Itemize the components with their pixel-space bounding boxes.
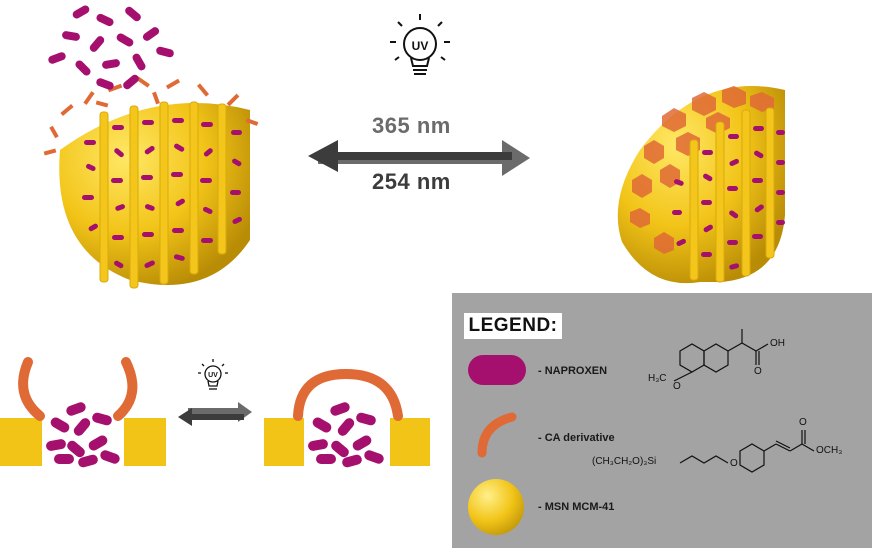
naproxen-structure bbox=[673, 329, 769, 382]
naproxen-swatch bbox=[468, 355, 526, 385]
lightbulb-icon bbox=[390, 14, 450, 75]
msn-swatch bbox=[468, 479, 524, 535]
legend-label-msn: - MSN MCM-41 bbox=[538, 501, 615, 513]
loaded-drug-molecules bbox=[82, 118, 242, 269]
ca-carbonyl-oxygen: O bbox=[799, 417, 807, 428]
reversible-arrows bbox=[308, 140, 530, 176]
ca-structure bbox=[679, 430, 815, 473]
ca-silyl-group: (CH₃CH₂O)₃Si bbox=[592, 456, 657, 467]
naproxen-methoxy: H₃C bbox=[648, 373, 667, 384]
pore-channels-right bbox=[689, 107, 775, 283]
naproxen-carbonyl-oxygen: O bbox=[754, 366, 762, 377]
open-cap-left bbox=[18, 357, 45, 421]
ca-methyl-ester: OCH₃ bbox=[816, 445, 843, 456]
pore-drug-cluster-right bbox=[308, 402, 384, 468]
legend-label-ca-derivative: - CA derivative bbox=[538, 432, 615, 444]
pore-channels bbox=[99, 101, 227, 289]
legend-title: LEGEND: bbox=[464, 313, 562, 339]
open-cap-right bbox=[113, 357, 138, 421]
wavelength-forward-label: 365 nm bbox=[372, 113, 451, 138]
small-lightbulb-icon bbox=[198, 359, 228, 390]
legend-panel: LEGEND: - NAPROXEN - CA d bbox=[452, 293, 872, 548]
detached-cap-fragments bbox=[43, 76, 259, 156]
legend-label-naproxen: - NAPROXEN bbox=[538, 365, 608, 377]
capped-pore-schematic bbox=[264, 368, 430, 468]
naproxen-hydroxyl: OH bbox=[770, 338, 785, 349]
ca-derivative-swatch bbox=[477, 412, 517, 458]
reverse-arrow bbox=[308, 140, 512, 172]
open-nanoparticle bbox=[43, 5, 259, 289]
silica-wall-right-2 bbox=[390, 418, 430, 466]
silica-wall-right bbox=[124, 418, 166, 466]
closed-cap bbox=[293, 368, 403, 421]
naproxen-ether-oxygen: O bbox=[673, 381, 681, 392]
wavelength-reverse-label: 254 nm bbox=[372, 169, 451, 194]
surface-cap-patches bbox=[630, 86, 774, 254]
small-reversible-arrows bbox=[178, 402, 252, 426]
uv-bulb-label: UV bbox=[412, 39, 429, 53]
encapsulated-drug-molecules bbox=[672, 126, 785, 270]
capped-nanoparticle bbox=[617, 86, 785, 284]
released-drug-molecules bbox=[48, 5, 174, 90]
pore-drug-cluster-left bbox=[46, 402, 120, 468]
ca-ether-oxygen: O bbox=[730, 458, 738, 469]
open-pore-schematic bbox=[0, 357, 166, 468]
silica-wall-left bbox=[0, 418, 42, 466]
small-uv-label: UV bbox=[208, 372, 218, 379]
silica-wall-left-2 bbox=[264, 418, 304, 466]
legend-graphics bbox=[468, 329, 815, 535]
